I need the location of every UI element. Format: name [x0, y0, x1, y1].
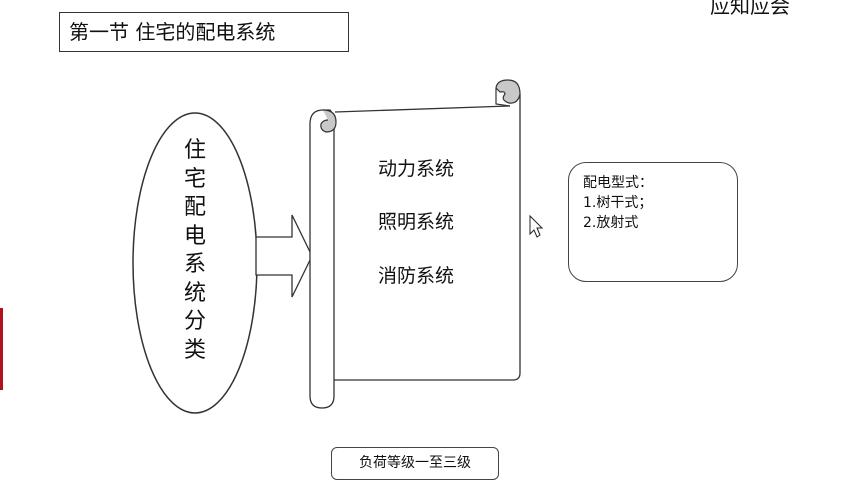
distribution-type-line: 1.树干式；: [583, 195, 653, 211]
scroll-shape: [309, 79, 521, 409]
scroll-item-fire: 消防系统: [378, 265, 455, 287]
mouse-cursor-icon: [529, 214, 544, 238]
distribution-type-line: 2.放射式: [583, 215, 639, 231]
scroll-item-power: 动力系统: [378, 158, 455, 180]
load-level-box: 负荷等级一至三级: [331, 447, 499, 480]
arrow-shape: [255, 214, 313, 298]
section-title: 第一节 住宅的配电系统: [59, 12, 349, 52]
corner-text: 应知应会: [710, 0, 790, 18]
accent-bar: [0, 308, 3, 390]
distribution-type-heading: 配电型式：: [583, 175, 653, 191]
distribution-type-box: 配电型式： 1.树干式； 2.放射式: [568, 162, 738, 282]
oval-label: 住 宅 配 电 系 统 分 类: [183, 138, 206, 363]
scroll-item-lighting: 照明系统: [378, 211, 455, 233]
